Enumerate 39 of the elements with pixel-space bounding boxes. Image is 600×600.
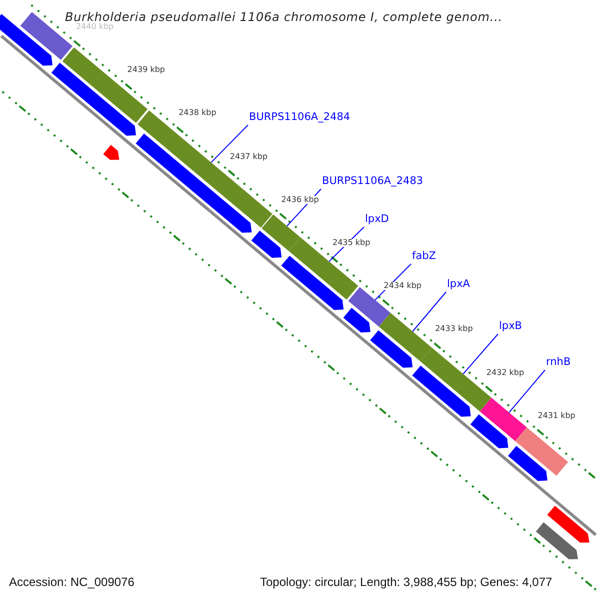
gene-label: lpxA [447,279,470,290]
leader-line [462,334,498,374]
tick-label: 2433 kbp [435,325,473,334]
tick-label: 2440 kbp [76,23,114,31]
tick-label: 2431 kbp [538,412,576,420]
leader-line [508,370,546,413]
coding-gene-block [470,414,508,448]
gene-bar [378,312,432,362]
coding-gene-block [343,308,370,332]
tick-label: 2436 kbp [281,196,319,204]
coding-gene-block [136,134,252,233]
leader-line [210,124,248,163]
coding-gene-block [412,366,471,417]
gene-bar [62,47,148,123]
coding-gene-block [251,230,282,258]
tick-label: 2432 kbp [486,368,524,377]
gene-label: fabZ [412,251,436,262]
footer-text: Accession: NC_009076 [9,576,134,588]
gene-label: BURPS1106A_2483 [322,176,424,186]
tick-label: 2438 kbp [178,109,216,118]
gene-label: lpxB [499,321,522,332]
leader-line [412,292,446,332]
gene-label: lpxD [365,214,389,224]
gene-bar [348,287,390,327]
title: Burkholderia pseudomallei 1106a chromosome I, complete genom... [65,11,503,23]
gene-label: rnhB [546,357,571,368]
gene-bar [515,427,568,476]
coding-gene-block [281,256,344,310]
footer-text: Topology: circular; Length: 3,988,455 bp; Genes: 4,077 [260,576,552,588]
gene-bar [480,398,527,442]
tick-label: 2434 kbp [384,282,422,290]
tick-label: 2437 kbp [230,152,268,161]
coding-gene-block [508,446,548,481]
coding-gene-block [370,330,413,368]
gene-label: BURPS1106A_2484 [249,112,350,122]
tick-label: 2439 kbp [127,66,165,74]
gene-bar [262,214,300,252]
coding-gene-block [0,14,52,66]
tick-label: 2435 kbp [332,239,370,247]
